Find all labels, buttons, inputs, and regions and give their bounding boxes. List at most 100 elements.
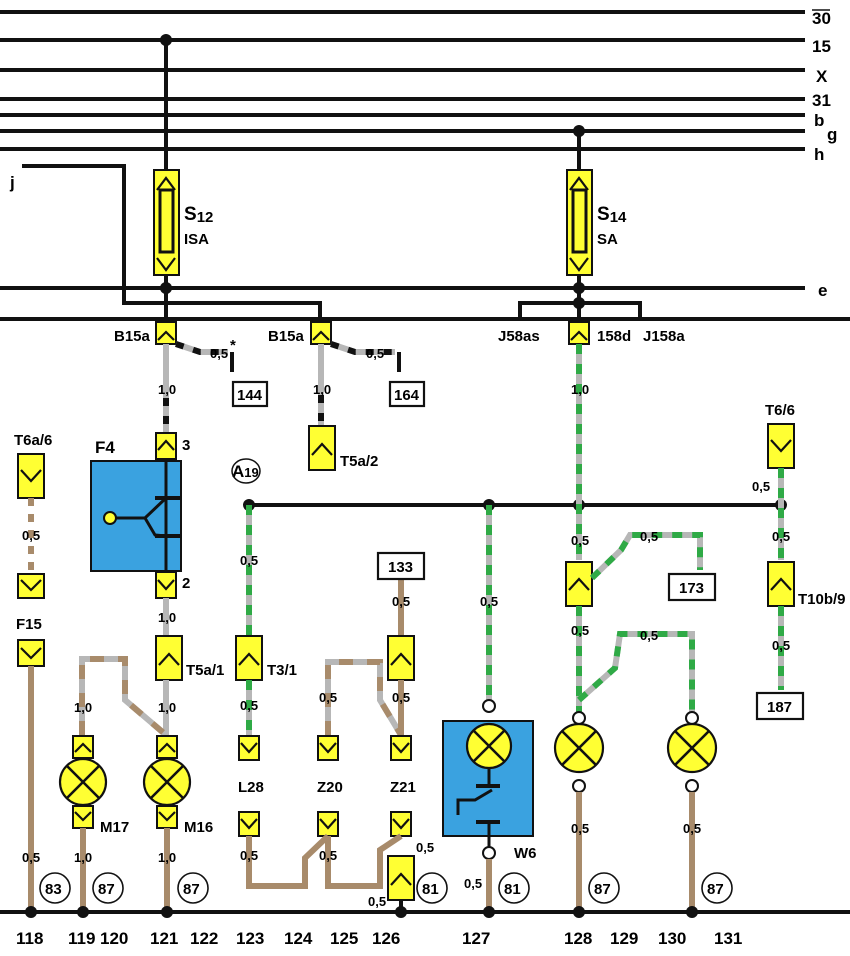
junction-dot [160, 34, 172, 46]
connector-j158a-label: J158a [643, 328, 685, 345]
wire-130-gn [577, 631, 695, 718]
connector-label: T10b/9 [798, 591, 846, 608]
bus-label-h: h [814, 145, 824, 164]
connector-body [308, 425, 336, 471]
column-number: 119 [68, 929, 95, 948]
connector-body [72, 735, 94, 759]
ref-box-133: 133 [376, 551, 426, 581]
fuse-s14-sub: SA [597, 231, 618, 248]
connector-body [17, 453, 45, 499]
connector-chevron [157, 579, 175, 591]
ref-box-label: 164 [394, 387, 420, 404]
wire-size-label: 0,5 [366, 346, 384, 361]
connector-chevron [319, 742, 337, 754]
switch-w6-label: W6 [514, 845, 537, 862]
ref-box-label: 133 [388, 559, 413, 576]
connector-body [767, 423, 795, 469]
fuse-s14-name: S14 [597, 204, 627, 226]
ground-ref-circle [588, 872, 620, 904]
connector-label: T5a/2 [340, 453, 378, 470]
fuse-body [153, 169, 180, 276]
wire-130 [577, 631, 695, 718]
wire-size-label: 0,5 [683, 821, 701, 836]
column-number: 125 [330, 929, 358, 948]
connector-body [317, 735, 339, 761]
wire-size-label: 0,5 [392, 594, 410, 609]
terminal-ring [685, 711, 699, 725]
column-number: 120 [100, 929, 128, 948]
lamp-m17-label: M17 [100, 819, 129, 836]
wire-size-label: 0,5 [571, 533, 589, 548]
wire-size-label: 0,5 [416, 840, 434, 855]
connector-body [238, 735, 260, 761]
connector-t6a6: T6a/6 [14, 432, 52, 499]
column-number: 118 [16, 929, 43, 948]
ground-ref-label: 87 [594, 881, 611, 898]
connector-chevron [20, 469, 42, 483]
terminal-ring [572, 711, 586, 725]
fuse-s12: S12 ISA [153, 169, 213, 276]
wire-size-label: 1,0 [158, 850, 176, 865]
bus-label-31: 31 [812, 91, 831, 110]
ground-ref-circle [39, 872, 71, 904]
asterisk-label: * [230, 337, 236, 354]
column-number: 121 [150, 929, 178, 948]
a19-label: A19 [232, 462, 259, 481]
connector-chevron [568, 577, 590, 591]
junction-dot [686, 906, 698, 918]
ref-box-label: 187 [767, 699, 792, 716]
column-number: 130 [658, 929, 686, 948]
connector-chevron [570, 330, 588, 341]
switch-w6: W6 [442, 699, 537, 862]
f4-pin-3: 3 [182, 437, 190, 454]
column-number: 123 [236, 929, 264, 948]
connector-chevron [770, 439, 792, 453]
bus-label-b: b [814, 111, 824, 130]
connector-chevron [238, 652, 260, 666]
column-number: 124 [284, 929, 313, 948]
connector-chevron [390, 652, 412, 666]
wire-size-label: 0,5 [464, 876, 482, 891]
ground-ref-label: 83 [45, 881, 62, 898]
fuse-s12-sub: ISA [184, 231, 209, 248]
wire-size-label: 0,5 [640, 529, 658, 544]
fuse-s12-name: S12 [184, 204, 213, 226]
connector-f15: F15 [16, 573, 45, 667]
junction-dot [483, 906, 495, 918]
ref-box-label: 173 [679, 580, 704, 597]
connector-label: B15a [268, 328, 305, 345]
ground-ref-label: 81 [504, 881, 521, 898]
bus-label-x: X [816, 67, 828, 86]
lamp-x [473, 730, 505, 762]
column-number: 129 [610, 929, 638, 948]
lamp-x [674, 730, 710, 766]
connector-b15a-left: B15a [114, 321, 177, 345]
connector-body [155, 571, 177, 599]
connector-body [387, 635, 415, 681]
ref-box-173: 173 [667, 572, 717, 602]
wire-size-label: 0,5 [392, 690, 410, 705]
connector-body [17, 639, 45, 667]
ground-refs: 83 87 87 81 81 87 87 [39, 872, 733, 904]
lamp-130 [666, 711, 718, 793]
ref-box-144: 144 [231, 380, 269, 408]
switch-bulb [103, 511, 117, 525]
junction-dot [573, 297, 585, 309]
connector-label: F15 [16, 616, 42, 633]
junction-dot [25, 906, 37, 918]
ground-ref-circle [416, 872, 448, 904]
connector-chevron [312, 330, 330, 341]
wire-j [22, 164, 322, 325]
fuse-chevron-top [156, 176, 176, 191]
wire-size-label: 0,5 [319, 690, 337, 705]
ref-box [376, 551, 426, 581]
connector-body [17, 573, 45, 599]
lamp-x [66, 765, 100, 799]
junction-dot [395, 906, 407, 918]
connector-body [238, 811, 260, 837]
wire-size-label: 1,0 [74, 850, 92, 865]
connector-z21-upper [387, 635, 415, 681]
connector-t10b9: T10b/9 [767, 561, 846, 608]
ref-box [231, 380, 269, 408]
terminal-ring [482, 846, 496, 860]
